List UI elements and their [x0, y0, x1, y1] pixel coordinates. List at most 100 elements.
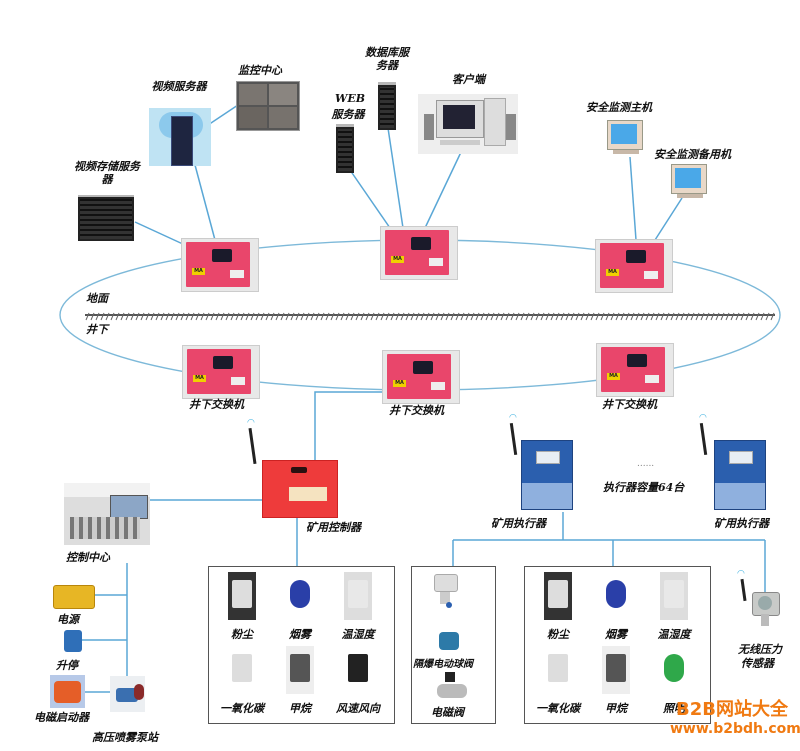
hatch-mark — [195, 312, 200, 321]
underground-switch-center: MA — [382, 350, 460, 404]
hatch-mark — [105, 312, 110, 321]
hatch-mark — [135, 312, 140, 321]
temp-humidity-sensor-icon — [660, 572, 688, 620]
pressure-sensor-label-1: 无线压力 — [738, 643, 782, 656]
hatch-mark — [390, 312, 395, 321]
smoke-sensor-icon — [602, 572, 630, 620]
hatch-mark — [180, 312, 185, 321]
executor-right-icon — [714, 440, 766, 510]
hatch-mark — [375, 312, 380, 321]
hatch-mark — [95, 312, 100, 321]
dust-sensor-label: 粉尘 — [231, 628, 253, 641]
hatch-mark — [480, 312, 485, 321]
wire-client — [424, 149, 463, 229]
hatch-mark — [555, 312, 560, 321]
methane-sensor-label: 甲烷 — [605, 702, 627, 715]
explosion-proof-valve-icon — [437, 626, 461, 654]
dust-sensor-icon — [228, 572, 256, 620]
hatch-mark — [720, 312, 725, 321]
safety-main-label: 安全监测主机 — [586, 101, 652, 114]
dust-sensor-label: 粉尘 — [547, 628, 569, 641]
methane-sensor-icon — [286, 646, 314, 694]
hatch-mark — [660, 312, 665, 321]
ground-hatching — [85, 312, 775, 321]
hatch-mark — [100, 312, 105, 321]
hatch-mark — [90, 312, 95, 321]
hatch-mark — [515, 312, 520, 321]
hatch-mark — [145, 312, 150, 321]
hatch-mark — [635, 312, 640, 321]
hatch-mark — [770, 312, 775, 321]
hatch-mark — [460, 312, 465, 321]
hatch-mark — [665, 312, 670, 321]
hatch-mark — [175, 312, 180, 321]
hatch-mark — [745, 312, 750, 321]
hatch-mark — [235, 312, 240, 321]
client-computer-icon — [418, 94, 518, 154]
watermark-title: B2B网站大全 — [676, 699, 788, 720]
power-label: 电源 — [57, 613, 79, 626]
hatch-mark — [680, 312, 685, 321]
hatch-mark — [400, 312, 405, 321]
hatch-mark — [630, 312, 635, 321]
hatch-mark — [495, 312, 500, 321]
hatch-mark — [585, 312, 590, 321]
video-server-icon — [149, 108, 211, 166]
hatch-mark — [695, 312, 700, 321]
hatch-mark — [640, 312, 645, 321]
methane-sensor-icon — [602, 646, 630, 694]
wire-monitor-center — [207, 104, 239, 126]
safety-backup-label: 安全监测备用机 — [654, 148, 731, 161]
hatch-mark — [385, 312, 390, 321]
hatch-mark — [650, 312, 655, 321]
executor-capacity-label: 执行器容量64台 — [603, 481, 685, 494]
lighting-lamp-label: 照明 — [663, 702, 685, 715]
hatch-mark — [380, 312, 385, 321]
solenoid-valve-icon — [437, 672, 469, 702]
client-label: 客户端 — [452, 73, 485, 86]
hatch-mark — [595, 312, 600, 321]
temp-humidity-sensor-label: 温湿度 — [657, 628, 691, 641]
ma-badge: MA — [193, 375, 206, 382]
hatch-mark — [230, 312, 235, 321]
power-supply-icon — [53, 585, 95, 609]
hatch-mark — [475, 312, 480, 321]
wire-video-server — [194, 164, 216, 241]
hatch-mark — [155, 312, 160, 321]
hatch-mark — [600, 312, 605, 321]
switch-center-label: 井下交换机 — [389, 404, 444, 417]
underground-switch-right: MA — [596, 343, 674, 397]
hatch-mark — [85, 312, 90, 321]
wind-sensor-icon — [344, 646, 372, 694]
hatch-mark — [260, 312, 265, 321]
smoke-sensor-icon — [286, 572, 314, 620]
dust-sensor-icon — [544, 572, 572, 620]
lift-label: 升停 — [56, 659, 78, 672]
hatch-mark — [310, 312, 315, 321]
hatch-mark — [305, 312, 310, 321]
hatch-mark — [430, 312, 435, 321]
hatch-mark — [150, 312, 155, 321]
hatch-mark — [535, 312, 540, 321]
hatch-mark — [510, 312, 515, 321]
co-sensor-label: 一氧化碳 — [536, 702, 580, 715]
hatch-mark — [170, 312, 175, 321]
hatch-mark — [350, 312, 355, 321]
temp-humidity-sensor-label: 温湿度 — [341, 628, 375, 641]
hatch-mark — [455, 312, 460, 321]
control-center-label: 控制中心 — [66, 551, 110, 564]
wifi-icon: ◠ — [247, 418, 255, 428]
watermark-url[interactable]: www.b2bdh.com — [670, 721, 800, 737]
hatch-mark — [605, 312, 610, 321]
hatch-mark — [365, 312, 370, 321]
hatch-mark — [355, 312, 360, 321]
hatch-mark — [270, 312, 275, 321]
hatch-mark — [520, 312, 525, 321]
hatch-mark — [435, 312, 440, 321]
hatch-mark — [160, 312, 165, 321]
hatch-mark — [445, 312, 450, 321]
ground-label: 地面 — [86, 292, 108, 305]
hatch-mark — [610, 312, 615, 321]
pressure-sensor-icon — [752, 592, 780, 628]
